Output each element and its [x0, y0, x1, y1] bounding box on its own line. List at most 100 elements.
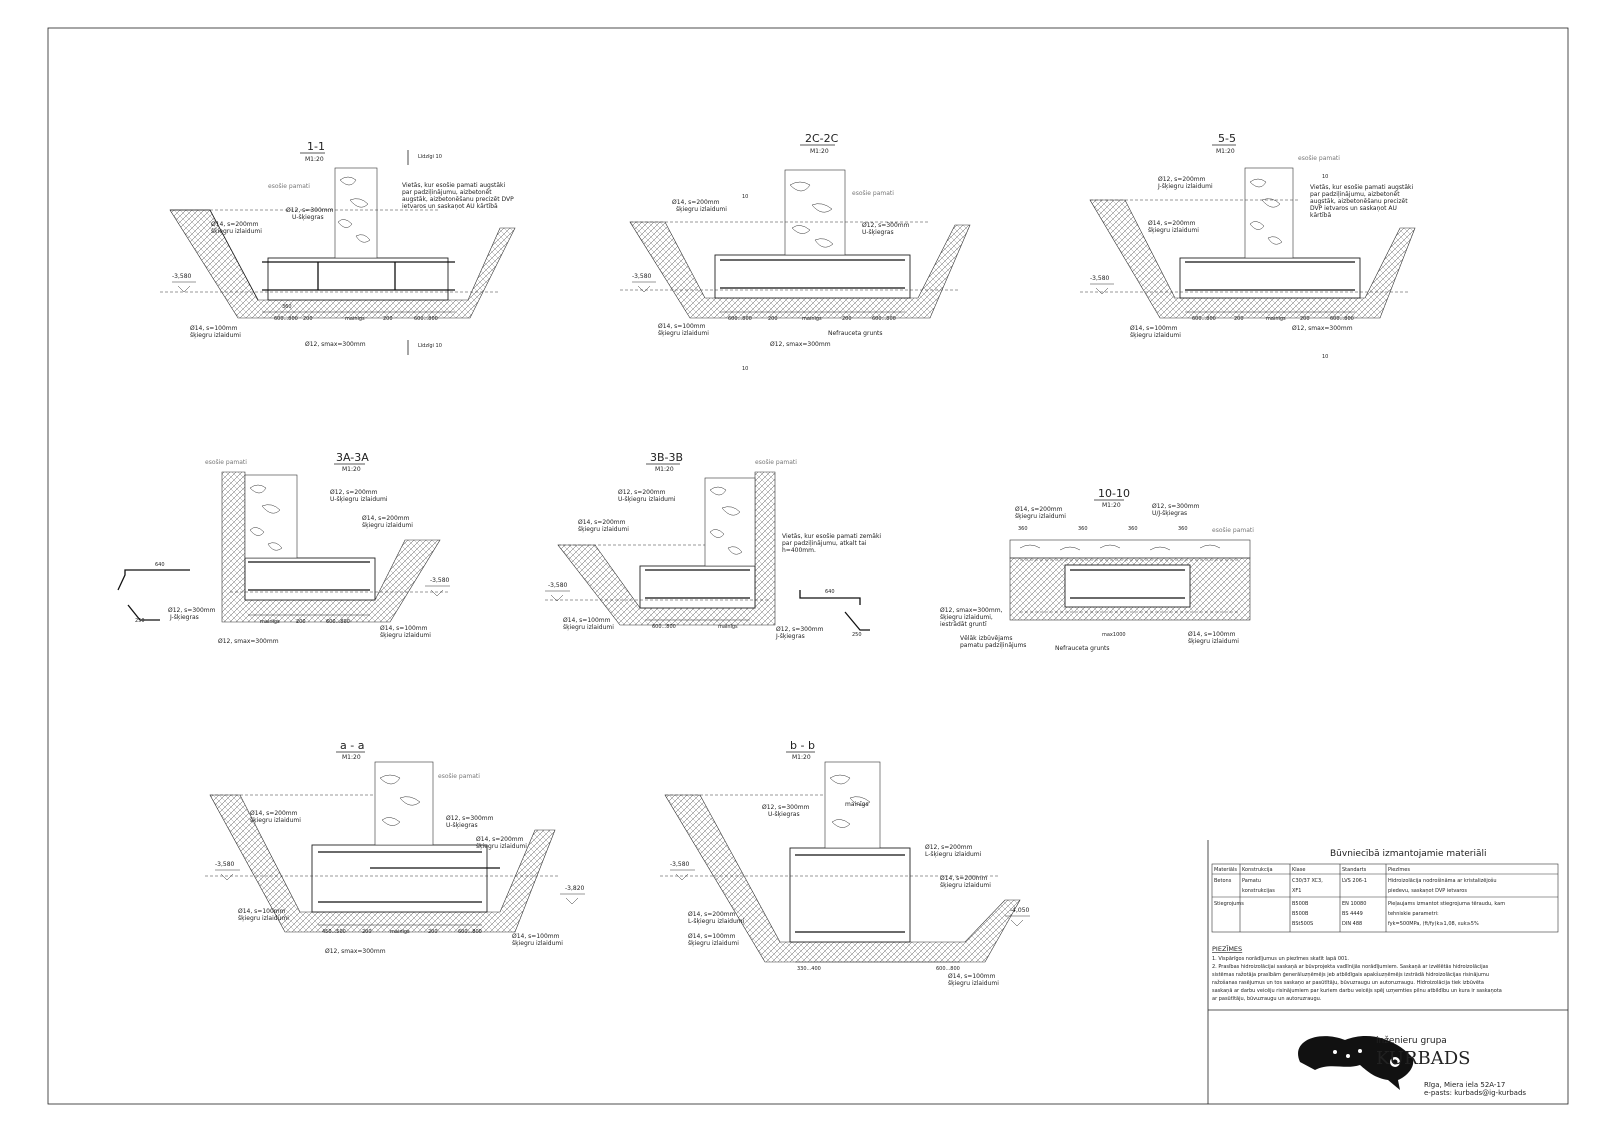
svg-text:fyk=500MPa, (ft/fy)k≥1,08, εuk: fyk=500MPa, (ft/fy)k≥1,08, εuk≥5%: [1388, 921, 1479, 927]
svg-text:sistēmas ražotāja prasībām ģen: sistēmas ražotāja prasībām ģenerāluzņēmē…: [1212, 971, 1489, 978]
svg-text:-3,820: -3,820: [565, 885, 585, 892]
svg-text:šķiegru izlaidumi: šķiegru izlaidumi: [948, 980, 999, 987]
svg-text:200: 200: [428, 929, 438, 935]
svg-text:šķiegru izlaidumi: šķiegru izlaidumi: [362, 522, 413, 529]
general-notes: PIEZĪMES 1. Vispārīgos norādījumus un pi…: [1212, 944, 1502, 1002]
svg-text:Ø14, s=200mm: Ø14, s=200mm: [250, 810, 298, 817]
svg-text:360: 360: [282, 304, 292, 310]
svg-text:Ø14, s=100mm: Ø14, s=100mm: [238, 908, 286, 915]
foundation-block: [267, 257, 449, 301]
kurbads-logo-icon: [1298, 1035, 1414, 1090]
svg-text:Ø14, s=200mm: Ø14, s=200mm: [1015, 506, 1063, 513]
svg-text:M1:20: M1:20: [342, 466, 361, 473]
materials-table: Būvniecībā izmantojamie materiāli Materi…: [1211, 849, 1559, 933]
svg-text:360: 360: [1128, 526, 1138, 532]
svg-text:200: 200: [1234, 316, 1244, 322]
svg-text:mainīgs: mainīgs: [260, 619, 280, 625]
svg-text:M1:20: M1:20: [810, 148, 829, 155]
svg-text:Nefrauceta grunts: Nefrauceta grunts: [828, 330, 883, 337]
svg-text:Ø14, s=200mm: Ø14, s=200mm: [688, 911, 736, 918]
svg-text:360: 360: [1018, 526, 1028, 532]
svg-text:Ø12, s=200mm: Ø12, s=200mm: [1158, 176, 1206, 183]
svg-text:-3,580: -3,580: [548, 582, 568, 589]
section-b-b: b - b M1:20 -3,580 -4,050 Ø12, s=300mm U…: [660, 739, 1030, 987]
svg-text:Ø14, s=200mm: Ø14, s=200mm: [1148, 220, 1196, 227]
svg-text:600...800: 600...800: [326, 619, 350, 625]
svg-text:Piezīmes: Piezīmes: [1388, 867, 1410, 873]
svg-text:šķiegru izlaidumi: šķiegru izlaidumi: [658, 330, 709, 337]
section-scale: M1:20: [305, 156, 324, 163]
svg-text:U-šķiegras: U-šķiegras: [768, 811, 800, 818]
svg-text:Ø12, smax=300mm: Ø12, smax=300mm: [1292, 325, 1353, 332]
svg-text:360: 360: [1078, 526, 1088, 532]
svg-text:Materiāls: Materiāls: [1214, 867, 1237, 873]
company-address: Rīga, Miera iela 52A-17: [1424, 1081, 1505, 1089]
svg-text:M1:20: M1:20: [655, 466, 674, 473]
svg-text:-3,580: -3,580: [1090, 275, 1110, 282]
title-block: inženieru grupa KURBADS Rīga, Miera iela…: [1207, 840, 1568, 1104]
sheet-border: [47, 27, 1569, 1105]
svg-text:Ø14, s=200mm: Ø14, s=200mm: [940, 875, 988, 882]
svg-text:max1000: max1000: [1102, 632, 1126, 638]
svg-text:šķiegru izlaidumi: šķiegru izlaidumi: [1188, 638, 1239, 645]
svg-text:200: 200: [303, 316, 313, 322]
svg-text:a - a: a - a: [340, 739, 364, 752]
svg-text:Ø12, s=300mm: Ø12, s=300mm: [862, 222, 910, 229]
svg-text:Ø14, s=100mm: Ø14, s=100mm: [1188, 631, 1236, 638]
svg-text:Līdzīgi 10: Līdzīgi 10: [418, 343, 442, 349]
svg-text:Ø12, smax=300mm,: Ø12, smax=300mm,: [940, 607, 1003, 614]
svg-text:XF1: XF1: [1292, 888, 1301, 894]
svg-text:šķiegru izlaidumi: šķiegru izlaidumi: [250, 817, 301, 824]
svg-text:-3,580: -3,580: [632, 273, 652, 280]
svg-text:10: 10: [742, 194, 748, 200]
svg-text:Līdzīgi 10: Līdzīgi 10: [418, 154, 442, 160]
svg-text:Ø12, smax=300mm: Ø12, smax=300mm: [218, 638, 279, 645]
svg-text:Ø12, smax=300mm: Ø12, smax=300mm: [770, 341, 831, 348]
svg-text:piedevu, saskaņot DVP ietvaros: piedevu, saskaņot DVP ietvaros: [1388, 888, 1467, 894]
svg-text:M1:20: M1:20: [1216, 148, 1235, 155]
svg-text:Ø14, s=200mm: Ø14, s=200mm: [362, 515, 410, 522]
svg-text:Ø12, s=300mm: Ø12, s=300mm: [762, 804, 810, 811]
svg-text:Ø14, s=100mm: Ø14, s=100mm: [1130, 325, 1178, 332]
svg-text:Ø12, s=300mm: Ø12, s=300mm: [776, 626, 824, 633]
svg-text:saskaņā ar darbu veicēju risin: saskaņā ar darbu veicēju risinājumiem pa…: [1212, 988, 1502, 994]
svg-text:mainīgs: mainīgs: [390, 929, 410, 935]
svg-text:Ø12, smax=300mm: Ø12, smax=300mm: [305, 341, 366, 348]
svg-text:U-šķiegras: U-šķiegras: [292, 214, 324, 221]
svg-text:Ø12, s=300mm: Ø12, s=300mm: [168, 607, 216, 614]
svg-text:Betons: Betons: [1214, 878, 1232, 884]
section-a-a: a - a M1:20 -3,580 -3,820 esošie pamati …: [205, 739, 585, 955]
svg-text:EN 10080: EN 10080: [1342, 901, 1366, 907]
svg-text:Ø14, s=200mm: Ø14, s=200mm: [211, 221, 259, 228]
svg-text:esošie pamati: esošie pamati: [1298, 155, 1340, 162]
svg-text:C30/37 XC3,: C30/37 XC3,: [1292, 878, 1323, 884]
svg-text:200: 200: [842, 316, 852, 322]
svg-text:šķiegru izlaidumi: šķiegru izlaidumi: [190, 332, 241, 339]
svg-text:L-šķiegru izlaidumi: L-šķiegru izlaidumi: [688, 918, 745, 925]
section-1-1: 1-1 M1:20 -3,580 Ø12, s=300mm U-šķiegras…: [160, 140, 516, 355]
svg-text:LVS 206-1: LVS 206-1: [1342, 878, 1367, 884]
svg-text:ar pasūtītāju, būvuzraugu un a: ar pasūtītāju, būvuzraugu un autoruzraug…: [1212, 996, 1322, 1002]
svg-text:2C-2C: 2C-2C: [805, 132, 839, 145]
svg-text:200: 200: [296, 619, 306, 625]
svg-text:B500B: B500B: [1292, 901, 1309, 907]
svg-text:šķiegru izlaidumi: šķiegru izlaidumi: [380, 632, 431, 639]
svg-text:iestrādāt gruntī: iestrādāt gruntī: [940, 621, 987, 628]
svg-text:Ø14, s=100mm: Ø14, s=100mm: [688, 933, 736, 940]
section-10-10: 10-10 M1:20 Ø14, s=200mm šķiegru izlaidu…: [940, 487, 1254, 652]
section-3a-3a: 3A-3A M1:20 -3,580 esošie pamati Ø12, s=…: [117, 451, 450, 645]
svg-text:10: 10: [1322, 174, 1328, 180]
svg-text:pamatu padziļinājums: pamatu padziļinājums: [960, 642, 1026, 649]
svg-text:Ø14, s=100mm: Ø14, s=100mm: [948, 973, 996, 980]
svg-text:-3,580: -3,580: [670, 861, 690, 868]
svg-text:600...800: 600...800: [414, 316, 438, 322]
svg-text:-3,580: -3,580: [215, 861, 235, 868]
section-2c-2c: 2C-2C M1:20 -3,580 Ø14, s=200mm šķiegru …: [620, 132, 971, 372]
svg-text:-4,050: -4,050: [1010, 907, 1030, 914]
svg-text:600...800: 600...800: [872, 316, 896, 322]
svg-text:600...800: 600...800: [274, 316, 298, 322]
svg-text:Stiegrojums: Stiegrojums: [1214, 901, 1244, 907]
svg-text:Ø12, s=200mm: Ø12, s=200mm: [925, 844, 973, 851]
company-group: inženieru grupa: [1376, 1036, 1447, 1046]
